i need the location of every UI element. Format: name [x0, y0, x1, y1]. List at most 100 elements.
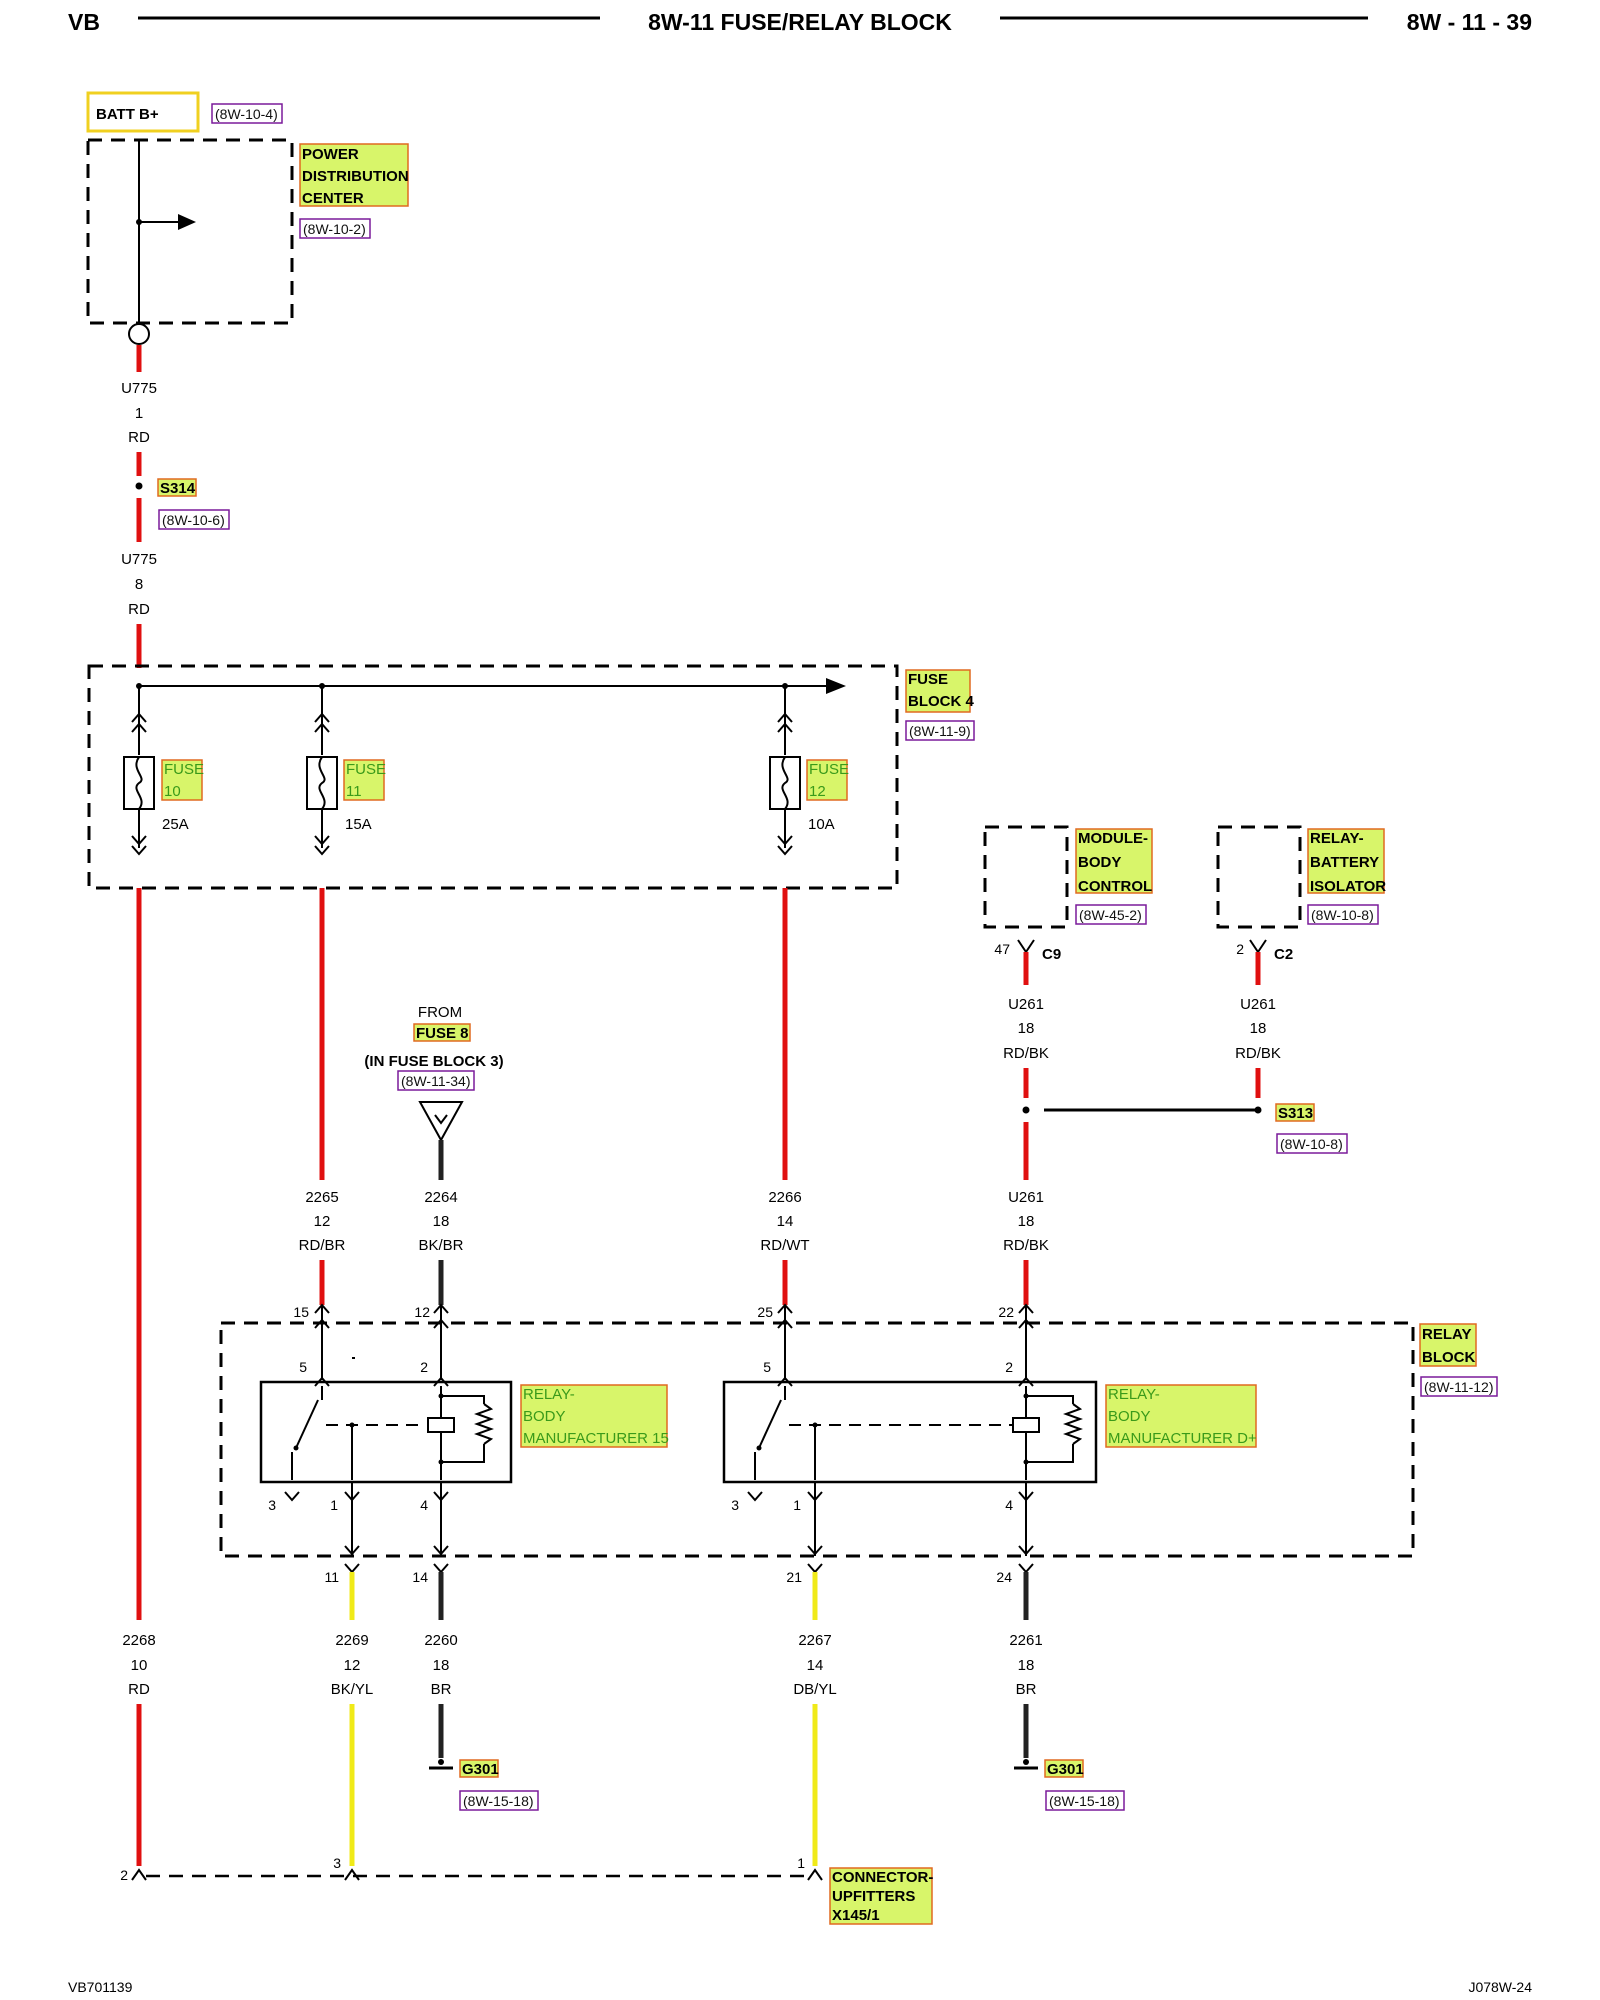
fuse8-ref[interactable]: (8W-11-34) — [401, 1073, 471, 1089]
splice-s314-dot — [135, 482, 143, 490]
w2261-circuit: 2261 — [1009, 1632, 1042, 1649]
pdc-node — [136, 219, 142, 225]
w2266-color: RD/WT — [760, 1237, 809, 1254]
isolator-ref-box — [1307, 904, 1379, 925]
pdc-line3: CENTER — [302, 190, 364, 207]
w2267-gauge: 14 — [807, 1657, 824, 1674]
footer-right: J078W-24 — [1468, 1979, 1532, 1995]
relay2-coil-node-bot — [1023, 1459, 1029, 1465]
w2261-gauge: 18 — [1018, 1657, 1035, 1674]
conn-pin-1: 1 — [797, 1855, 805, 1871]
w2269-gauge: 12 — [344, 1657, 361, 1674]
fuse8-block: (IN FUSE BLOCK 3) — [364, 1053, 503, 1070]
u261-c-gauge: 18 — [1018, 1213, 1035, 1230]
relay1-coil-box-icon — [427, 1417, 455, 1433]
pin-11-connector-icon — [344, 1563, 360, 1574]
s314-ref[interactable]: (8W-10-6) — [162, 512, 225, 528]
ground-a-node — [438, 1759, 444, 1765]
u261-b-circuit: U261 — [1240, 996, 1276, 1013]
module-body-outline — [983, 825, 1069, 929]
s314-label-box — [157, 478, 197, 497]
ground-a-ref[interactable]: (8W-15-18) — [463, 1793, 534, 1809]
ground-a-label-box — [459, 1759, 499, 1778]
splice-s313-dot-a — [1022, 1106, 1030, 1114]
w2266-circuit: 2266 — [768, 1189, 801, 1206]
relay-block-ref-box — [1420, 1376, 1498, 1397]
pdc-terminal-icon — [128, 323, 150, 345]
conn-pin2-icon — [131, 1868, 147, 1881]
fuse-10-conn-top-a — [131, 712, 147, 723]
fuse-11-num: 11 — [346, 783, 362, 800]
relay2-label-box — [1105, 1384, 1257, 1448]
fuse-11-conn-bot-a — [314, 835, 330, 846]
fuse-10-conn-top-b — [131, 722, 147, 733]
module-body-line1: MODULE- — [1078, 830, 1148, 847]
u261-b-gauge: 18 — [1250, 1020, 1267, 1037]
fuse-11-element-icon — [318, 756, 326, 810]
block-pin-21: 21 — [786, 1569, 802, 1585]
fuse8-feed-mark — [434, 1114, 448, 1125]
batt-ref[interactable]: (8W-10-4) — [215, 106, 278, 122]
relay-block-line1: RELAY — [1422, 1326, 1471, 1343]
fuse-11: FUSE 11 15A — [306, 686, 386, 856]
isolator-line2: BATTERY — [1310, 854, 1379, 871]
fuse-12-word: FUSE — [809, 761, 849, 778]
ground-a-ref-box — [459, 1790, 539, 1811]
relay1-pin2-conn-icon — [433, 1318, 449, 1329]
relay1-pin4-conn2-icon — [433, 1545, 449, 1556]
pin-24-connector-icon — [1018, 1563, 1034, 1574]
relay2-pin5-conn2-icon — [777, 1376, 793, 1387]
fuse-block-label-box — [905, 669, 971, 713]
relay1-label-box — [520, 1384, 668, 1448]
fuse-10-num: 10 — [164, 783, 181, 800]
relay2-pin2-conn2-icon — [1018, 1376, 1034, 1387]
fuse8-feed-triangle-icon — [418, 1101, 464, 1143]
u775-bottom-color: RD — [128, 601, 150, 618]
relay2-switch-pivot — [756, 1445, 762, 1451]
module-body-ref[interactable]: (8W-45-2) — [1079, 907, 1142, 923]
s313-ref[interactable]: (8W-10-8) — [1280, 1136, 1343, 1152]
relay1-body — [259, 1380, 513, 1484]
isolator-line3: ISOLATOR — [1310, 878, 1386, 895]
isolator-ref[interactable]: (8W-10-8) — [1311, 907, 1374, 923]
relay1-pin-5: 5 — [299, 1359, 307, 1375]
u261-a-gauge: 18 — [1018, 1020, 1035, 1037]
fuse-block-ref[interactable]: (8W-11-9) — [909, 723, 971, 739]
page-header: VB 8W-11 FUSE/RELAY BLOCK 8W - 11 - 39 — [68, 9, 1532, 35]
fuse-12-label-box — [806, 759, 848, 801]
relay1-line3: MANUFACTURER 15 — [523, 1430, 669, 1447]
pdc-ref[interactable]: (8W-10-2) — [303, 221, 366, 237]
pdc-outline — [86, 138, 294, 325]
relay1-resistor-bottom — [441, 1444, 485, 1463]
connector-line1: CONNECTOR- — [832, 1869, 933, 1886]
fuse-11-conn-top-b — [314, 722, 330, 733]
relay2-pin-5: 5 — [763, 1359, 771, 1375]
fuse-block-line2: BLOCK 4 — [908, 693, 974, 710]
relay1-pin5-conn2-icon — [314, 1376, 330, 1387]
w2264-gauge: 18 — [433, 1213, 450, 1230]
module-body-conn: C9 — [1042, 946, 1061, 963]
connector-line3: X145/1 — [832, 1907, 880, 1924]
ground-b-ref-box — [1045, 1790, 1125, 1811]
module-body-connector-icon — [1017, 939, 1035, 954]
u775-top-gauge: 1 — [135, 405, 143, 422]
pdc-ref-box — [299, 218, 371, 239]
w2265-gauge: 12 — [314, 1213, 331, 1230]
block-pin-12: 12 — [414, 1304, 430, 1320]
block-pin-11: 11 — [324, 1569, 339, 1585]
relay-block-ref[interactable]: (8W-11-12) — [1424, 1379, 1494, 1395]
fuse-10-element-icon — [135, 756, 143, 810]
fuse-block-outline — [87, 664, 899, 890]
w2268-color: RD — [128, 1681, 150, 1698]
relay2-resistor-icon — [1063, 1403, 1083, 1445]
relay2-line3: MANUFACTURER D+ — [1108, 1430, 1257, 1447]
relay2-pin1-conn2-icon — [807, 1545, 823, 1556]
relay2-pin2-conn-icon — [1018, 1318, 1034, 1329]
ground-b-ref[interactable]: (8W-15-18) — [1049, 1793, 1120, 1809]
u775-bottom-gauge: 8 — [135, 576, 143, 593]
relay-block-line2: BLOCK — [1422, 1349, 1475, 1366]
ground-b-node — [1023, 1759, 1029, 1765]
module-body-ref-box — [1075, 904, 1147, 925]
block-pin-15: 15 — [293, 1304, 309, 1320]
